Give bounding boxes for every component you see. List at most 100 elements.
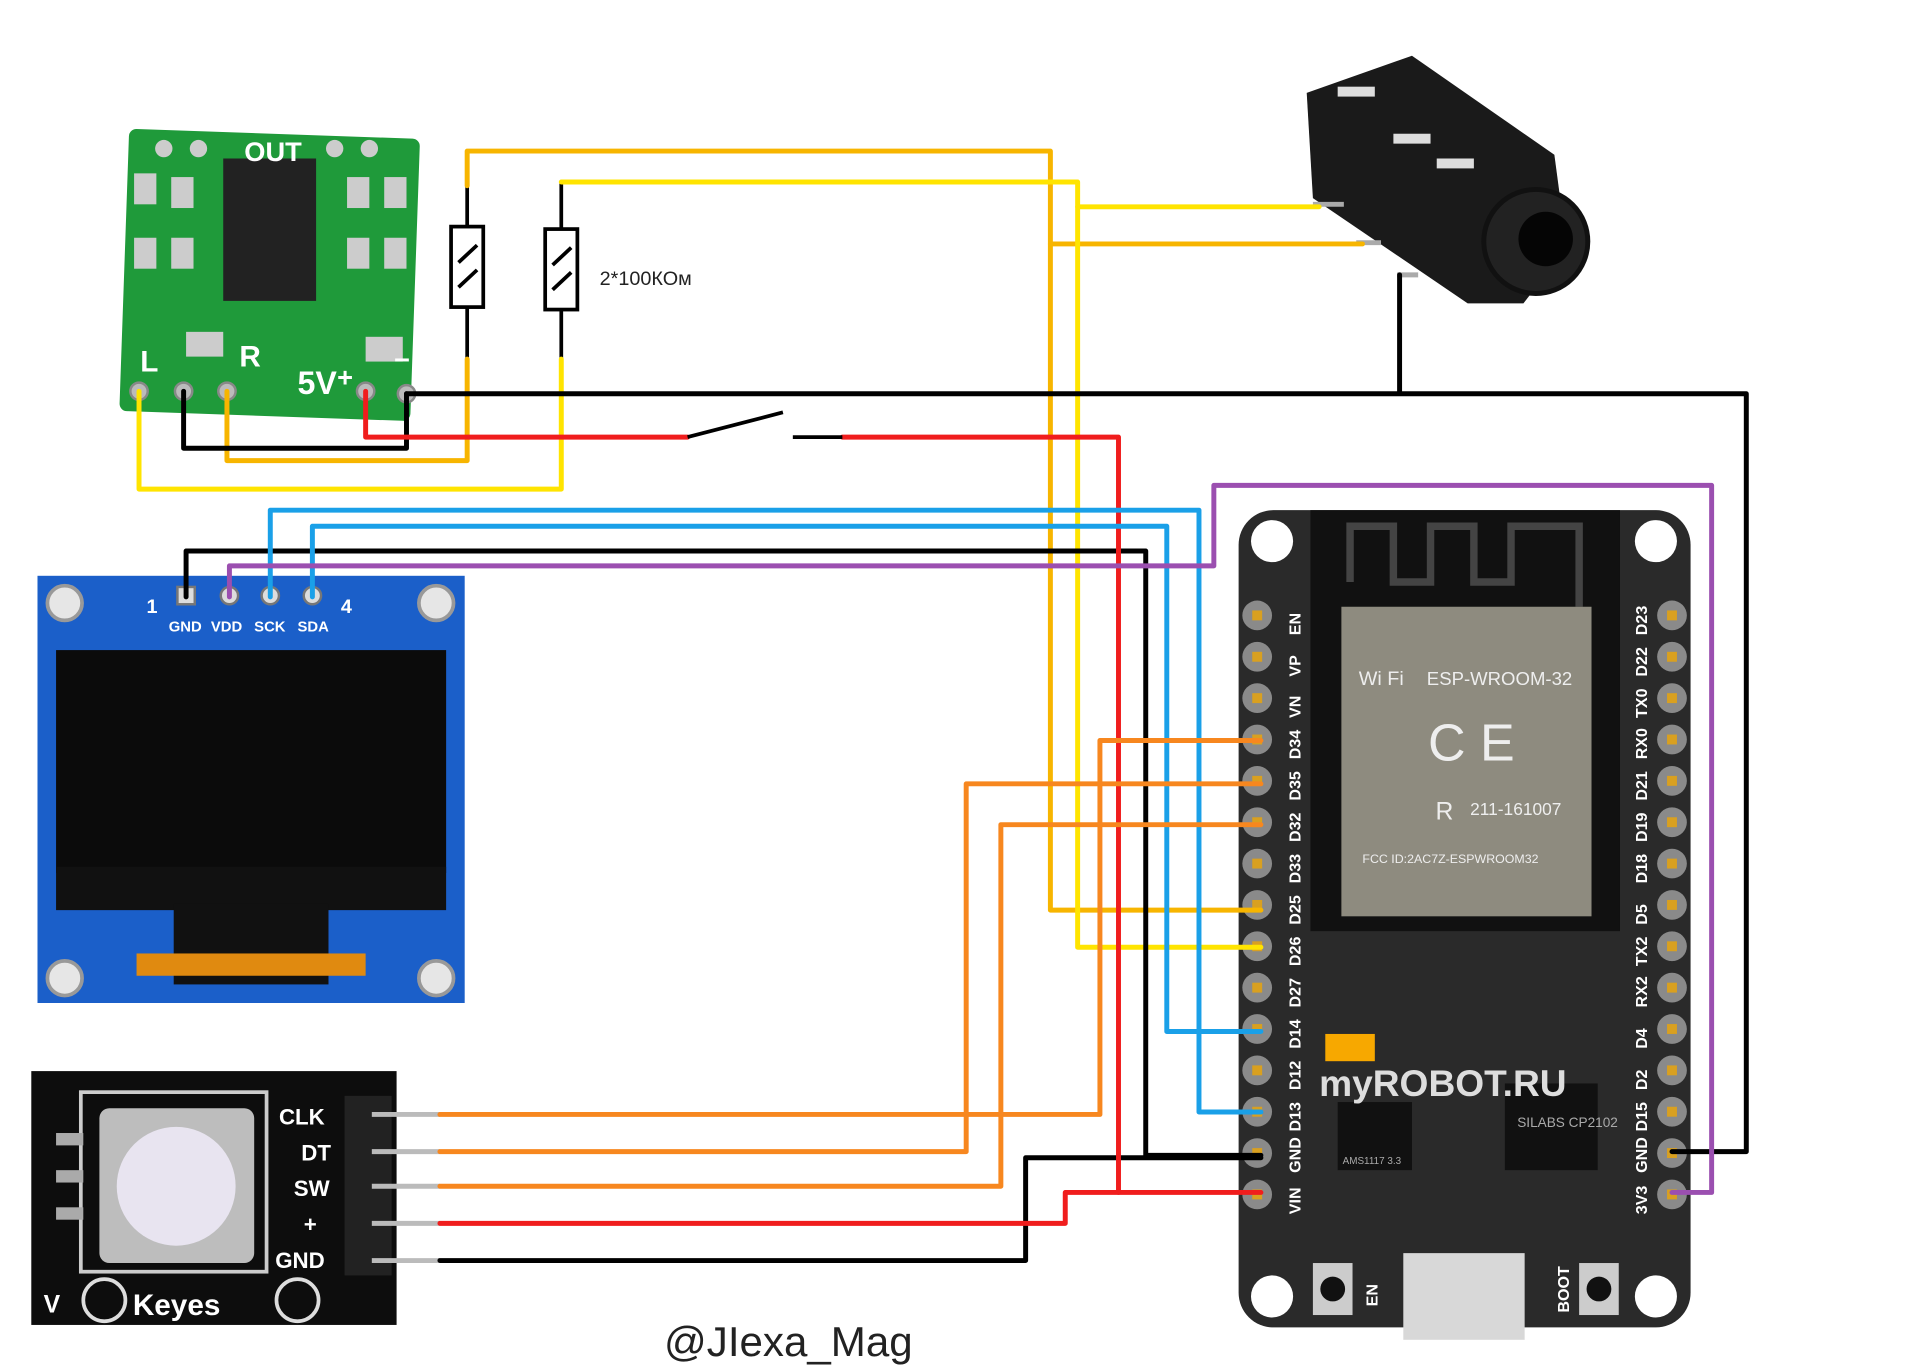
esp32-pin-label: D34: [1287, 730, 1305, 760]
gold-wire: [464, 148, 1264, 913]
encoder-plus-label: +: [304, 1212, 317, 1237]
encoder-brand: Keyes: [133, 1289, 221, 1322]
esp32-pin-label: D32: [1287, 812, 1305, 842]
pin-pad: [1667, 982, 1677, 993]
esp32-pin-label: D33: [1287, 854, 1305, 884]
r-mark: R: [1435, 799, 1453, 826]
red-wire: [437, 1189, 1121, 1226]
amp-right-label: R: [239, 341, 260, 374]
esp32-pin-label: D13: [1287, 1102, 1305, 1132]
pin-pad: [1667, 1106, 1677, 1117]
esp32-pin-label: D26: [1287, 937, 1305, 967]
amp-5v-label: 5V: [298, 365, 338, 401]
pin-pad: [1252, 1065, 1263, 1076]
esp32-pin-label: VP: [1287, 655, 1305, 677]
red-wire: [839, 434, 1264, 1195]
audio-jack: [1306, 55, 1591, 304]
pin-pad: [1667, 1024, 1677, 1034]
module-fcc: FCC ID:2AC7Z-ESPWROOM32: [1362, 852, 1538, 866]
encoder-gnd-label: GND: [275, 1248, 324, 1273]
blue-wire: [309, 523, 1264, 1034]
pin-pad: [1252, 775, 1263, 786]
ce-mark: C E: [1428, 714, 1515, 772]
pin-pad: [1667, 941, 1677, 952]
esp32-pin-label: D4: [1633, 1028, 1651, 1049]
esp32-pin-label: D35: [1287, 771, 1305, 801]
regulator-label: AMS1117 3.3: [1343, 1156, 1402, 1167]
amp-plus-label: +: [337, 361, 353, 392]
esp32-pin-label: RX2: [1633, 976, 1651, 1007]
esp32-pin-label: D14: [1287, 1019, 1305, 1049]
orange-wire: [437, 781, 1264, 1155]
esp32-pin-label: D25: [1287, 895, 1305, 925]
pin-pad: [1667, 1065, 1677, 1076]
gold-wire: [224, 356, 470, 464]
esp32-pin-label: D2: [1633, 1070, 1651, 1091]
wires: [136, 148, 1749, 1264]
esp32-pin-label: GND: [1287, 1137, 1305, 1173]
pin-pad: [1252, 899, 1263, 910]
module-name: ESP-WROOM-32: [1427, 668, 1572, 689]
black-wire: [437, 1155, 1264, 1264]
purple-wire: [226, 482, 1715, 1195]
pin-pad: [1252, 858, 1263, 869]
esp32-pin-label: D18: [1633, 854, 1651, 884]
esp32-board: Wi Fi ESP-WROOM-32 C E R 211-161007 FCC …: [1238, 510, 1691, 1340]
esp32-pin-label: GND: [1633, 1137, 1651, 1173]
oled-sda-label: SDA: [298, 620, 330, 636]
amp-left-label: L: [140, 345, 158, 378]
pin-pad: [1252, 610, 1263, 621]
esp32-pin-label: D15: [1633, 1102, 1651, 1132]
esp32-pin-label: D22: [1633, 647, 1651, 677]
oled-pin1-label: 1: [146, 596, 157, 618]
resistors: [449, 182, 580, 360]
red-wire: [363, 388, 691, 440]
usb-chip-label: SILABS CP2102: [1517, 1115, 1618, 1130]
en-button-label: EN: [1363, 1284, 1381, 1306]
resistor-label: 2*100КОм: [600, 268, 692, 290]
orange-wire: [437, 822, 1264, 1189]
oled-gnd-label: GND: [169, 620, 202, 636]
esp32-pin-label: D21: [1633, 771, 1651, 801]
encoder-sw-label: SW: [294, 1176, 330, 1201]
boot-button-label: BOOT: [1555, 1266, 1573, 1313]
esp32-pin-label: D5: [1633, 904, 1651, 925]
power-switch[interactable]: [687, 410, 843, 439]
encoder-mark: V: [44, 1292, 61, 1319]
pin-pad: [1667, 899, 1677, 910]
amp-minus-label: −: [394, 344, 410, 375]
module-cert: 211-161007: [1470, 799, 1561, 819]
yellow-wire: [136, 356, 564, 492]
encoder-dt-label: DT: [301, 1140, 331, 1165]
pin-pad: [1667, 775, 1677, 786]
board-brand: myROBOT.RU: [1319, 1062, 1567, 1104]
pin-pad: [1667, 693, 1677, 704]
esp32-pin-label: EN: [1287, 613, 1305, 635]
rotary-encoder: CLK DT SW + GND Keyes V: [31, 1071, 440, 1325]
resistor-2: [543, 227, 580, 312]
oled-vdd-label: VDD: [211, 620, 243, 636]
esp32-pin-label: D19: [1633, 812, 1651, 842]
pin-pad: [1252, 982, 1263, 993]
pin-pad: [1667, 817, 1677, 828]
amp-out-label: OUT: [244, 136, 302, 167]
esp32-pin-label: D12: [1287, 1061, 1305, 1091]
pin-pad: [1667, 610, 1677, 621]
usb-port: [1403, 1253, 1525, 1340]
pin-pad: [1252, 651, 1263, 662]
pin-pad: [1667, 858, 1677, 869]
pin-pad: [1667, 734, 1677, 745]
esp32-pin-label: TX0: [1633, 688, 1651, 718]
encoder-clk-label: CLK: [279, 1104, 325, 1129]
esp32-pin-label: D23: [1633, 606, 1651, 636]
esp32-pin-label: TX2: [1633, 937, 1651, 967]
oled-sck-label: SCK: [254, 620, 286, 636]
pin-pad: [1667, 651, 1677, 662]
oled-display: 1 4 GND VDD SCK SDA: [37, 575, 465, 1003]
esp32-pin-label: 3V3: [1633, 1186, 1651, 1215]
esp32-pin-label: RX0: [1633, 728, 1651, 759]
esp32-pin-label: VIN: [1287, 1187, 1305, 1214]
esp32-pin-label: D27: [1287, 978, 1305, 1008]
blue-wire: [267, 507, 1264, 1115]
